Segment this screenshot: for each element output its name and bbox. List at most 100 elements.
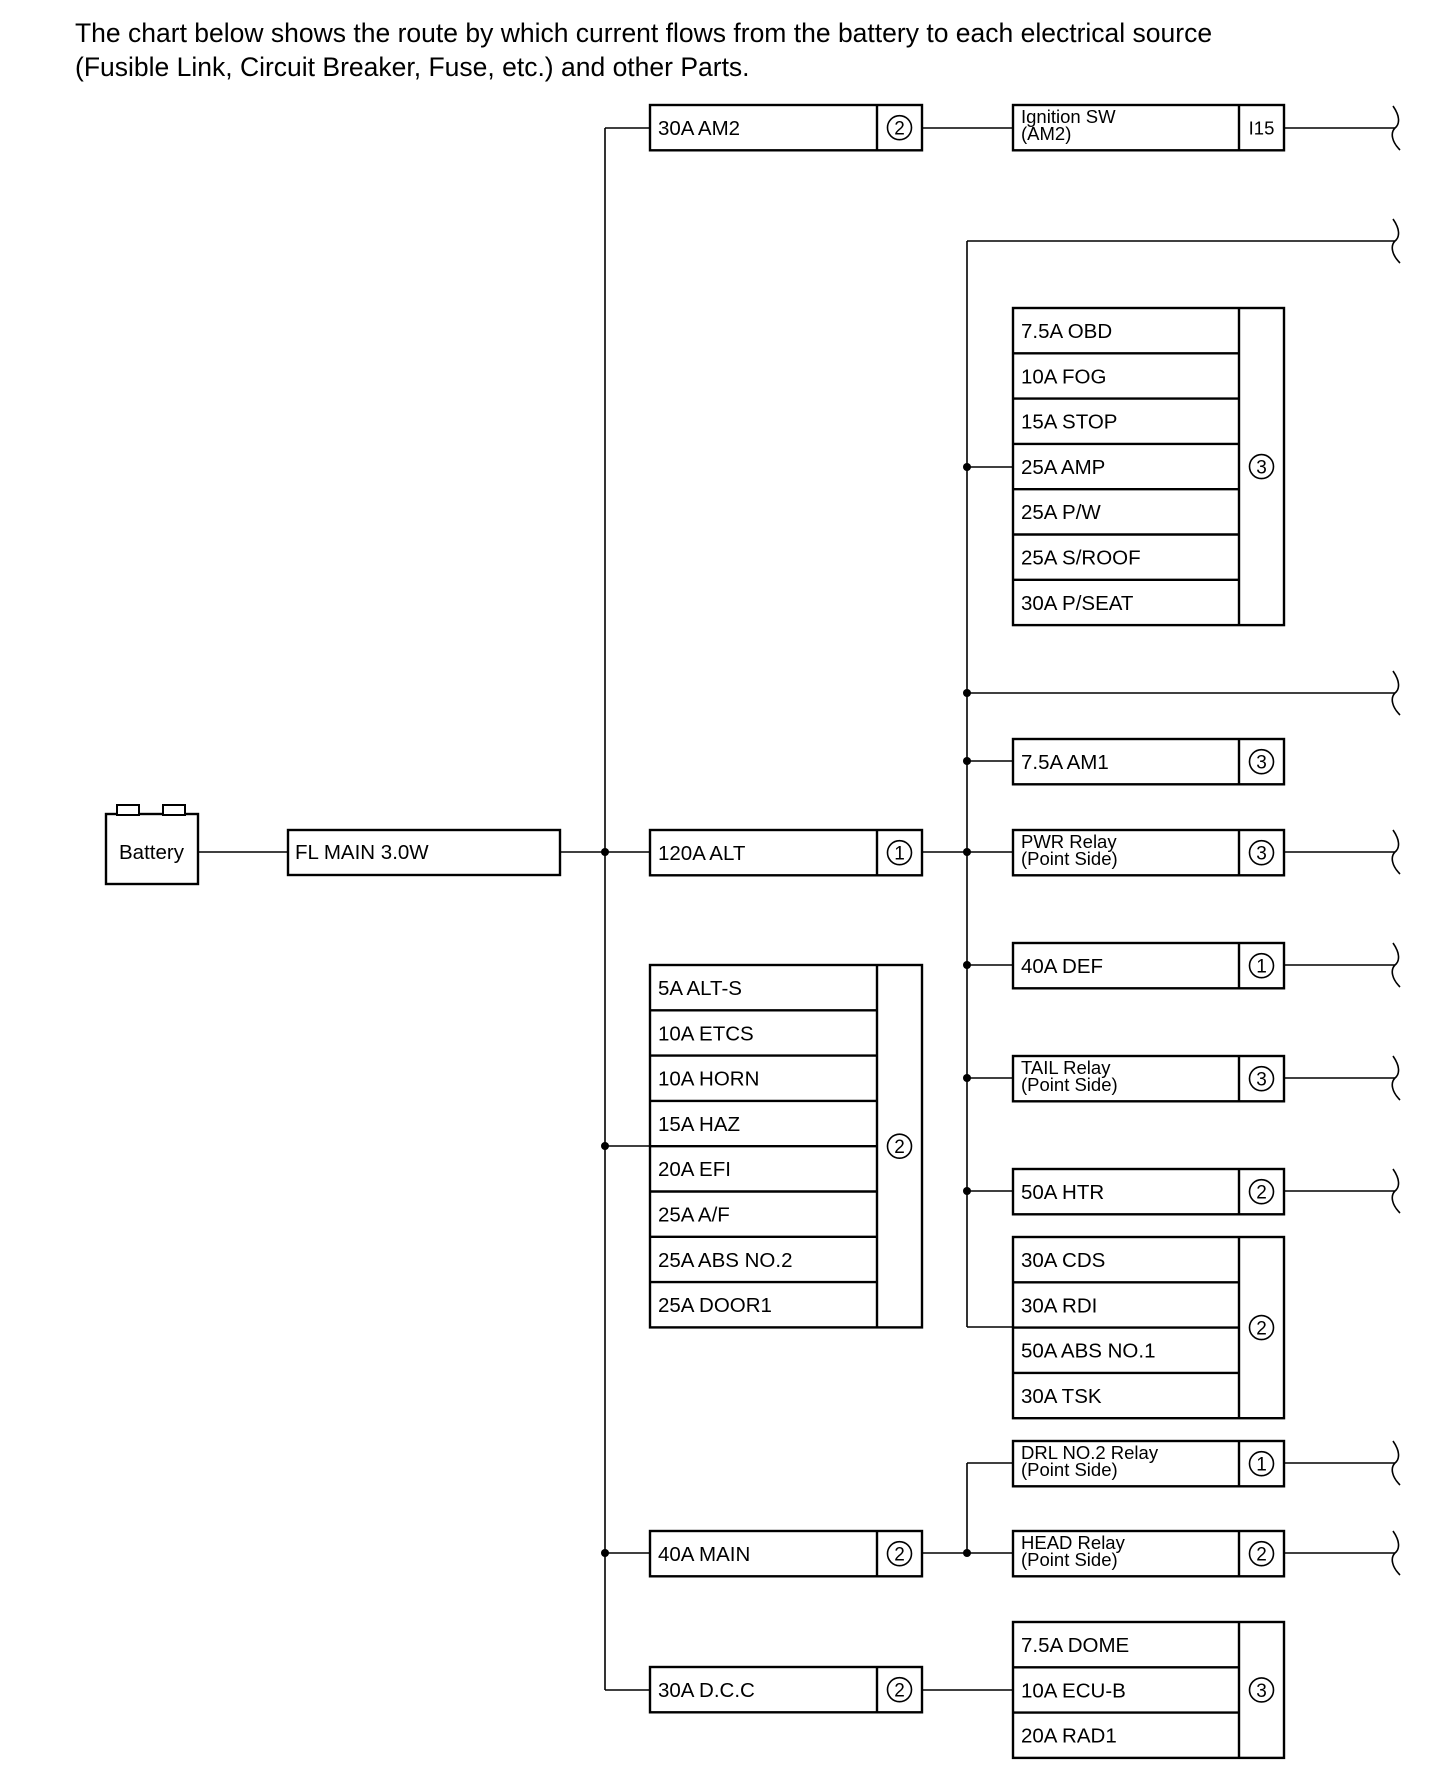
- fuse-block-tail: TAIL Relay(Point Side) 3: [1011, 1054, 1286, 1103]
- circled-number: 2: [894, 1681, 905, 1702]
- battery-terminal: [116, 804, 140, 816]
- wave-break-icon: [1391, 829, 1401, 875]
- circled-number-ring: [1248, 453, 1275, 480]
- fuse-label: 40A DEF: [1021, 955, 1103, 978]
- circled-number-ring: [886, 839, 913, 866]
- relay-label: HEAD Relay: [1021, 1532, 1126, 1553]
- wave-break-icon: [1391, 105, 1401, 151]
- fuse-label: 30A RDI: [1021, 1294, 1097, 1317]
- fuse-label: 30A CDS: [1021, 1249, 1105, 1272]
- circled-number: 2: [1256, 1319, 1267, 1340]
- fuse-label: 10A ETCS: [658, 1022, 754, 1045]
- intro-line-2: (Fusible Link, Circuit Breaker, Fuse, et…: [75, 52, 750, 82]
- circled-number: 1: [894, 844, 905, 865]
- fl-main-label: FL MAIN 3.0W: [295, 841, 429, 864]
- wave-break-icon: [1391, 1440, 1401, 1486]
- relay-label: Ignition SW: [1021, 106, 1116, 127]
- fuse-label: 10A FOG: [1021, 365, 1106, 388]
- intro-text: The chart below shows the route by which…: [75, 16, 1435, 84]
- circled-number-ring: [886, 1676, 913, 1703]
- fuse-label: 20A EFI: [658, 1158, 731, 1181]
- fuse-block-block3b: 7.5A DOME 10A ECU-B 20A RAD1 3: [1011, 1620, 1286, 1760]
- circled-number: 2: [894, 1137, 905, 1158]
- circled-number-ring: [1248, 1065, 1275, 1092]
- fuse-block-def: 40A DEF 1: [1011, 941, 1286, 990]
- relay-label: (Point Side): [1021, 1549, 1118, 1570]
- wave-break-icon: [1391, 670, 1401, 716]
- circled-number-ring: [886, 1133, 913, 1159]
- battery: Battery: [104, 804, 200, 886]
- fuse-block-drl: DRL NO.2 Relay(Point Side)1: [1011, 1439, 1286, 1488]
- relay-label: TAIL Relay: [1021, 1057, 1111, 1078]
- circled-number: 3: [1256, 1070, 1267, 1091]
- wave-break-icon: [1391, 1055, 1401, 1101]
- fuse-block-pwr: PWR Relay(Point Side) 3: [1011, 828, 1286, 877]
- fuse-label: 40A MAIN: [658, 1543, 750, 1566]
- wave-break-icon: [1391, 1168, 1401, 1214]
- circled-number: 2: [1256, 1545, 1267, 1566]
- fuse-label: 25A P/W: [1021, 501, 1101, 524]
- fuse-label: 30A D.C.C: [658, 1679, 755, 1702]
- circled-number-ring: [1248, 952, 1275, 979]
- junction-dots: [601, 463, 971, 1557]
- circled-number: 2: [894, 119, 905, 140]
- continuation-marks: [1391, 105, 1401, 1576]
- circled-number: 3: [1256, 1681, 1267, 1702]
- circled-number-ring: [1248, 748, 1275, 775]
- fuse-block-ign: Ignition SW(AM2)I15: [1011, 103, 1286, 152]
- circled-number-ring: [1248, 1677, 1275, 1703]
- relay-label: (Point Side): [1021, 1459, 1118, 1480]
- battery-body: [104, 812, 200, 886]
- fuse-label: 5A ALT-S: [658, 977, 742, 1000]
- fuse-block-alt: 120A ALT 1: [648, 828, 924, 877]
- circled-number-ring: [1248, 1540, 1275, 1567]
- fuse-label: 15A HAZ: [658, 1113, 740, 1136]
- fuse-label: 10A ECU-B: [1021, 1679, 1126, 1702]
- wiring-lines: [198, 127, 1395, 1691]
- fuse-label: 20A RAD1: [1021, 1725, 1117, 1748]
- fuse-label: 7.5A AM1: [1021, 751, 1109, 774]
- fuse-label: 25A ABS NO.2: [658, 1249, 792, 1272]
- fuse-block-am2: 30A AM2 2: [648, 103, 924, 152]
- fuse-label: 25A DOOR1: [658, 1294, 772, 1317]
- relay-label: (Point Side): [1021, 1074, 1118, 1095]
- relay-label: PWR Relay: [1021, 831, 1117, 852]
- fuse-label: 120A ALT: [658, 842, 746, 865]
- fuse-label: 30A P/SEAT: [1021, 592, 1134, 615]
- circled-number: 3: [1256, 458, 1267, 479]
- fuse-block-head: HEAD Relay(Point Side) 2: [1011, 1529, 1286, 1578]
- fuse-label: 15A STOP: [1021, 411, 1117, 434]
- circled-number: 1: [1256, 957, 1267, 978]
- fuse-label: 25A AMP: [1021, 456, 1105, 479]
- relay-label: (AM2): [1021, 123, 1071, 144]
- fuse-label: 30A AM2: [658, 117, 740, 140]
- fuse-label: 50A ABS NO.1: [1021, 1340, 1155, 1363]
- circled-number: 3: [1256, 844, 1267, 865]
- fuse-label: 50A HTR: [1021, 1181, 1104, 1204]
- fuse-label: 25A A/F: [658, 1204, 730, 1227]
- fl-main-box: [286, 828, 562, 877]
- relay-label: (Point Side): [1021, 848, 1118, 869]
- fuse-block-block2b: 30A CDS 30A RDI 50A ABS NO.1 30A TSK 2: [1011, 1235, 1286, 1420]
- fuse-block-main: 40A MAIN 2: [648, 1529, 924, 1578]
- wave-break-icon: [1391, 218, 1401, 264]
- fl-main-link: FL MAIN 3.0W: [286, 828, 562, 877]
- fuse-label: 10A HORN: [658, 1068, 759, 1091]
- fuse-label: 30A TSK: [1021, 1385, 1102, 1408]
- circled-number-ring: [886, 1540, 913, 1567]
- circled-number-ring: [1248, 1314, 1275, 1341]
- relay-label: DRL NO.2 Relay: [1021, 1442, 1159, 1463]
- circled-number-ring: [1248, 839, 1275, 866]
- fuse-block-block2: 5A ALT-S 10A ETCS 10A HORN 15A HAZ 20A EFI 25…: [648, 963, 924, 1329]
- fuse-label: 7.5A DOME: [1021, 1634, 1129, 1657]
- circled-number: 2: [894, 1545, 905, 1566]
- battery-terminal: [162, 804, 186, 816]
- circled-number-ring: [1248, 1178, 1275, 1205]
- intro-line-1: The chart below shows the route by which…: [75, 18, 1213, 48]
- circled-number-ring: [886, 114, 913, 141]
- fuse-block-dcc: 30A D.C.C 2: [648, 1665, 924, 1714]
- battery-label: Battery: [119, 841, 185, 864]
